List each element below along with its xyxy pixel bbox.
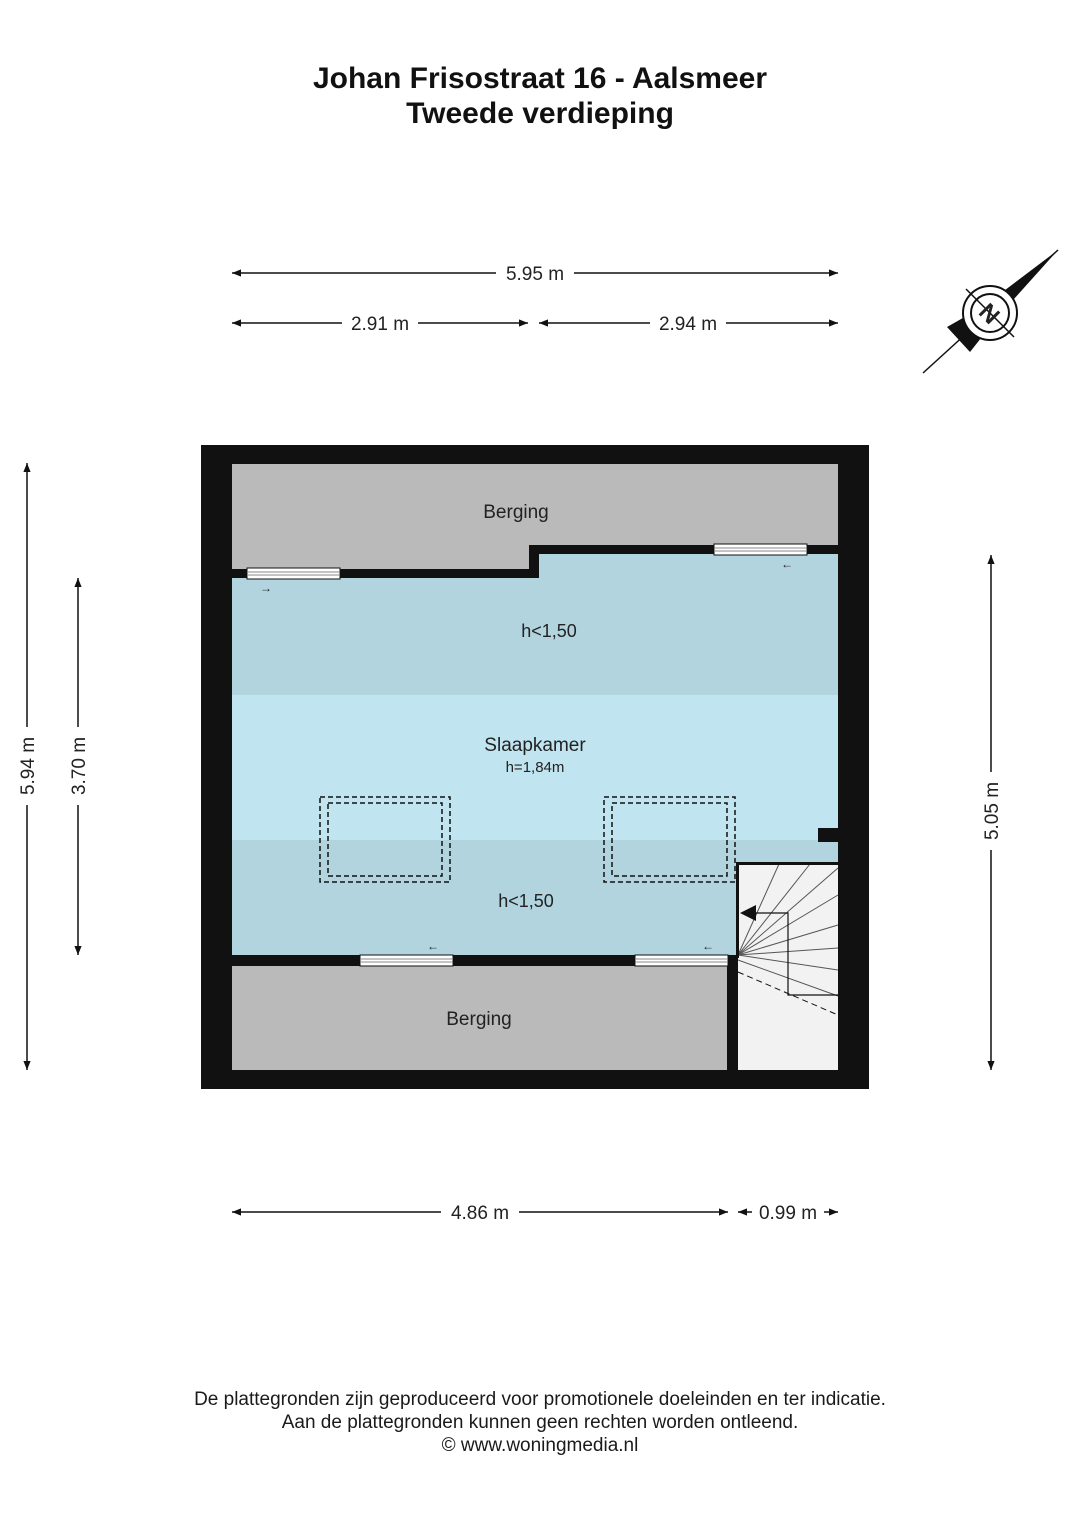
svg-text:→: → xyxy=(260,581,272,595)
stair-wall xyxy=(727,956,738,1070)
dimension-left-inner: 3.70 m xyxy=(69,578,90,955)
door-top-left-icon: → xyxy=(246,567,341,595)
bedroom-zone xyxy=(232,695,838,840)
low-ceiling-bottom xyxy=(232,840,838,956)
dimension-label: 5.95 m xyxy=(506,264,564,285)
disclaimer-line-2: Aan de plattegronden kunnen geen rechten… xyxy=(281,1412,799,1433)
dimension-top-total: 5.95 m xyxy=(232,264,838,285)
room-label-storage-bottom: Berging xyxy=(446,1009,512,1030)
knee-wall-bottom xyxy=(232,955,738,966)
dimension-right: 5.05 m xyxy=(982,555,1003,1070)
svg-text:←: ← xyxy=(427,939,439,953)
svg-text:←: ← xyxy=(781,557,793,571)
skylight-left-icon xyxy=(319,796,451,883)
room-label-low-bottom: h<1,50 xyxy=(498,891,554,911)
stair-direction-icon xyxy=(740,905,756,921)
low-ceiling-top xyxy=(232,554,838,695)
knee-wall-top-right xyxy=(529,545,838,554)
dimension-label: 2.91 m xyxy=(351,314,409,335)
storage-bottom xyxy=(232,966,727,1070)
dimension-top-right: 2.94 m xyxy=(539,314,838,335)
dimension-left-outer: 5.94 m xyxy=(18,463,39,1070)
room-label-bedroom-height: h=1,84m xyxy=(506,759,565,776)
room-label-storage-top: Berging xyxy=(483,502,549,523)
door-bottom-left-icon: ← xyxy=(359,939,454,967)
door-bottom-right-icon: ← xyxy=(634,939,729,967)
disclaimer-line-1: De plattegronden zijn geproduceerd voor … xyxy=(194,1389,886,1410)
dimension-bottom-left: 4.86 m xyxy=(232,1203,728,1224)
dimension-label: 4.86 m xyxy=(451,1203,509,1224)
chimney xyxy=(818,828,838,842)
dimension-label: 2.94 m xyxy=(659,314,717,335)
svg-text:←: ← xyxy=(702,939,714,953)
address-title: Johan Frisostraat 16 - Aalsmeer xyxy=(312,62,768,95)
dimension-label: 5.94 m xyxy=(18,737,39,795)
dimension-bottom-right: 0.99 m xyxy=(738,1203,838,1224)
dimension-label: 0.99 m xyxy=(759,1203,817,1224)
building: → ← ← ← Berging xyxy=(201,445,869,1089)
skylight-right-icon xyxy=(603,796,736,883)
dimension-label: 5.05 m xyxy=(982,782,1003,840)
dimension-label: 3.70 m xyxy=(69,737,90,795)
door-top-right-icon: ← xyxy=(713,543,808,571)
copyright-link[interactable]: © www.woningmedia.nl xyxy=(441,1435,639,1456)
room-label-low-top: h<1,50 xyxy=(521,621,577,641)
north-compass-icon: N xyxy=(922,249,1059,374)
dimension-top-left: 2.91 m xyxy=(232,314,528,335)
room-label-bedroom: Slaapkamer xyxy=(484,735,586,756)
knee-wall-top-left xyxy=(232,569,539,578)
staircase-icon xyxy=(737,863,839,1016)
floor-title: Tweede verdieping xyxy=(406,97,674,130)
